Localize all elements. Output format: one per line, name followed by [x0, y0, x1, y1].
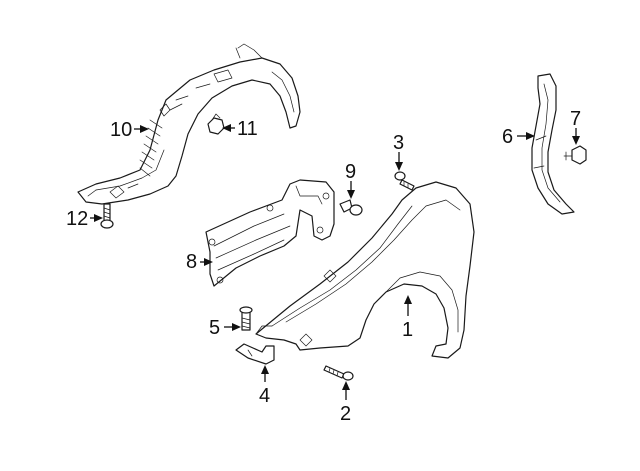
callout-12: 12	[66, 208, 103, 230]
fender-seal	[531, 73, 575, 215]
bolt-3	[394, 171, 415, 191]
front-fender	[255, 181, 475, 359]
callout-number: 9	[345, 161, 356, 183]
callout-number: 10	[110, 119, 132, 141]
callout-10: 10	[110, 119, 149, 141]
callout-9: 9	[345, 161, 356, 199]
callout-number: 1	[402, 319, 413, 341]
callout-6: 6	[502, 126, 535, 148]
fender-liner	[77, 43, 301, 205]
callout-number: 12	[66, 208, 88, 230]
callout-5: 5	[209, 317, 241, 339]
callout-number: 11	[237, 118, 258, 140]
callout-number: 2	[340, 403, 351, 425]
bolt-5	[239, 306, 253, 331]
bracket-4	[235, 343, 275, 365]
callout-11: 11	[222, 118, 258, 140]
callout-7: 7	[570, 108, 581, 145]
callout-number: 5	[209, 317, 220, 339]
callout-number: 4	[259, 385, 270, 407]
callout-2: 2	[340, 381, 351, 425]
liner-clip	[207, 113, 225, 135]
callout-number: 7	[570, 108, 581, 130]
bolt-9	[339, 199, 363, 216]
callout-3: 3	[393, 132, 404, 171]
fender-bracket	[205, 179, 335, 287]
callout-8: 8	[186, 251, 213, 273]
bolt-2	[323, 365, 354, 381]
screw-12	[100, 203, 114, 229]
callout-number: 3	[393, 132, 404, 154]
seal-clip	[563, 145, 587, 165]
callout-number: 8	[186, 251, 197, 273]
callout-1: 1	[402, 295, 413, 341]
callout-4: 4	[259, 365, 270, 407]
callout-number: 6	[502, 126, 513, 148]
